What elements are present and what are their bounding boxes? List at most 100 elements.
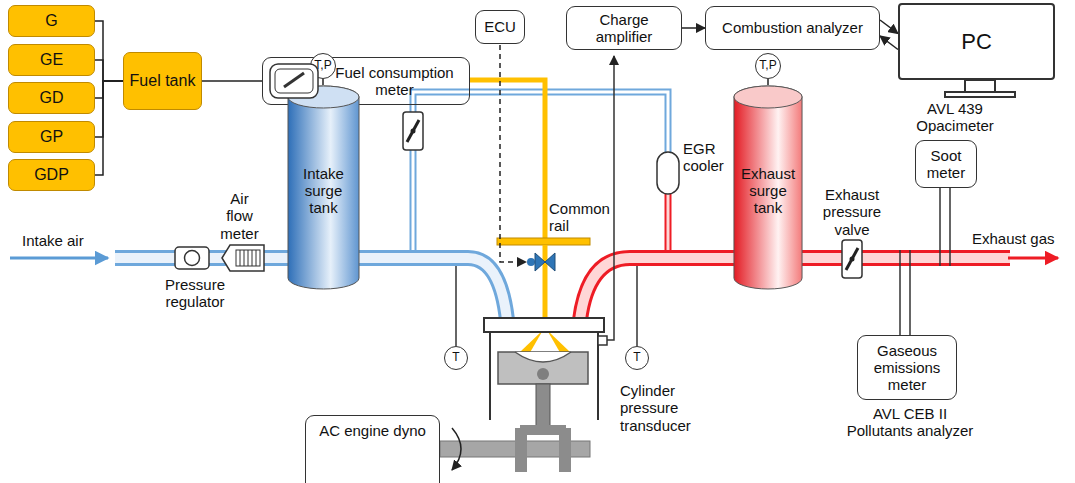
tank-top xyxy=(288,86,359,108)
fuel-line xyxy=(470,80,545,240)
meter-probes xyxy=(949,188,951,266)
exhaust-pressure-valve xyxy=(842,240,862,278)
connector xyxy=(880,36,898,50)
sensor-circle: T xyxy=(625,346,649,370)
part-label: Common rail xyxy=(549,200,611,235)
connector xyxy=(202,80,262,82)
pc-stand xyxy=(945,80,1015,97)
connector xyxy=(682,27,705,29)
fuel-line xyxy=(543,245,548,326)
exhaust-pressure-valve xyxy=(846,248,858,270)
node-text: GP xyxy=(40,128,63,146)
pressure-regulator-icon xyxy=(175,247,209,269)
engine-cylinder xyxy=(484,318,604,430)
part-label: Cylinder pressure transducer xyxy=(620,382,708,434)
temperature-taps xyxy=(455,266,457,346)
connector xyxy=(95,21,123,81)
node-text: Fuel tank xyxy=(130,72,196,90)
pressure-transducer xyxy=(607,56,614,340)
tank-top xyxy=(734,86,802,108)
fuel-box: GDP xyxy=(8,159,95,191)
connector xyxy=(767,79,769,85)
connector xyxy=(95,81,123,175)
node-text: Gaseous emissions meter xyxy=(863,342,951,394)
sensor-circle: T,P xyxy=(310,53,336,79)
intake-air-arrow xyxy=(10,257,108,260)
meter-probes xyxy=(909,250,911,335)
node-text: GDP xyxy=(34,166,69,184)
sensor-circle: T xyxy=(444,346,468,370)
pressure-regulator-icon xyxy=(175,247,209,269)
ecu-signal xyxy=(527,258,535,266)
connector xyxy=(95,81,123,137)
dyno-box: AC engine dyno xyxy=(305,415,440,483)
egr-valve xyxy=(403,112,423,150)
fuel-box: GP xyxy=(8,121,95,153)
pressure-transducer xyxy=(598,336,607,345)
crankshaft xyxy=(520,425,566,435)
meter-box: Soot meter xyxy=(915,140,977,188)
exhaust-pipe xyxy=(1008,257,1058,260)
ecu-box: ECU xyxy=(475,10,525,44)
part-label: Air flow meter xyxy=(217,190,262,242)
crankshaft xyxy=(452,428,461,470)
connector xyxy=(880,20,898,34)
ecu-signal xyxy=(500,45,526,262)
node-text: ECU xyxy=(484,18,516,35)
fuel-line xyxy=(497,238,590,245)
fuel-tank: Fuel tank xyxy=(123,52,202,110)
fuel-gauge-icon xyxy=(284,73,304,87)
tank-body xyxy=(288,86,359,289)
instrument-label: AVL 439 Opacimeter xyxy=(900,100,1010,135)
node-text: PC xyxy=(961,29,992,54)
node-text: AC engine dyno xyxy=(319,422,426,439)
temperature-taps xyxy=(456,266,637,346)
egr-loop xyxy=(665,192,672,252)
instrument-label: AVL CEB II Pollutants analyzer xyxy=(840,405,980,440)
node-text: T,P xyxy=(759,59,776,73)
egr-valve xyxy=(403,112,423,150)
node-text: Intake surge tank xyxy=(290,165,357,217)
meter-probes xyxy=(939,188,941,266)
egr-loop xyxy=(413,92,668,252)
ecu-signal xyxy=(535,253,555,271)
egr-loop xyxy=(413,92,668,252)
meter-probes xyxy=(899,250,901,335)
engine-cylinder xyxy=(537,368,549,380)
fuel-gauge-icon xyxy=(270,64,318,98)
node-text: Exhaust surge tank xyxy=(736,165,800,217)
engine-cylinder xyxy=(498,352,588,384)
node-text: GD xyxy=(40,89,64,107)
node-text: Charge amplifier xyxy=(572,11,676,46)
fuel-box: G xyxy=(8,5,95,37)
egr-loop xyxy=(413,92,668,252)
instrument-box: Charge amplifier xyxy=(566,6,682,51)
node-text: Combustion analyzer xyxy=(722,19,863,36)
crankshaft xyxy=(440,425,590,472)
flow-label: Intake air xyxy=(22,232,112,249)
engine-cylinder xyxy=(536,384,550,430)
connector xyxy=(95,60,123,81)
instrument-box: Combustion analyzer xyxy=(705,6,880,50)
pc-monitor: PC xyxy=(898,3,1055,80)
node-text: T xyxy=(452,351,459,365)
pc-stand xyxy=(965,80,995,92)
engine-cylinder xyxy=(515,352,571,362)
meter-box: Gaseous emissions meter xyxy=(857,335,957,400)
node-text: G xyxy=(45,12,57,30)
fuel-box: GD xyxy=(8,82,95,114)
fuel-gauge-icon xyxy=(275,69,313,93)
node-text: T,P xyxy=(314,59,331,73)
sensor-circle: T,P xyxy=(755,53,781,79)
pc-stand xyxy=(945,92,1015,97)
exhaust-pipe xyxy=(580,258,1058,320)
connector xyxy=(95,81,123,98)
part-label: Pressure regulator xyxy=(150,276,240,311)
ecu-signal xyxy=(500,45,555,271)
air-flow-meter-icon xyxy=(222,245,264,271)
egr-valve xyxy=(411,129,416,134)
surge-tank: Intake surge tank xyxy=(287,85,360,290)
temperature-taps xyxy=(636,266,638,346)
part-label: EGR cooler xyxy=(683,140,731,175)
